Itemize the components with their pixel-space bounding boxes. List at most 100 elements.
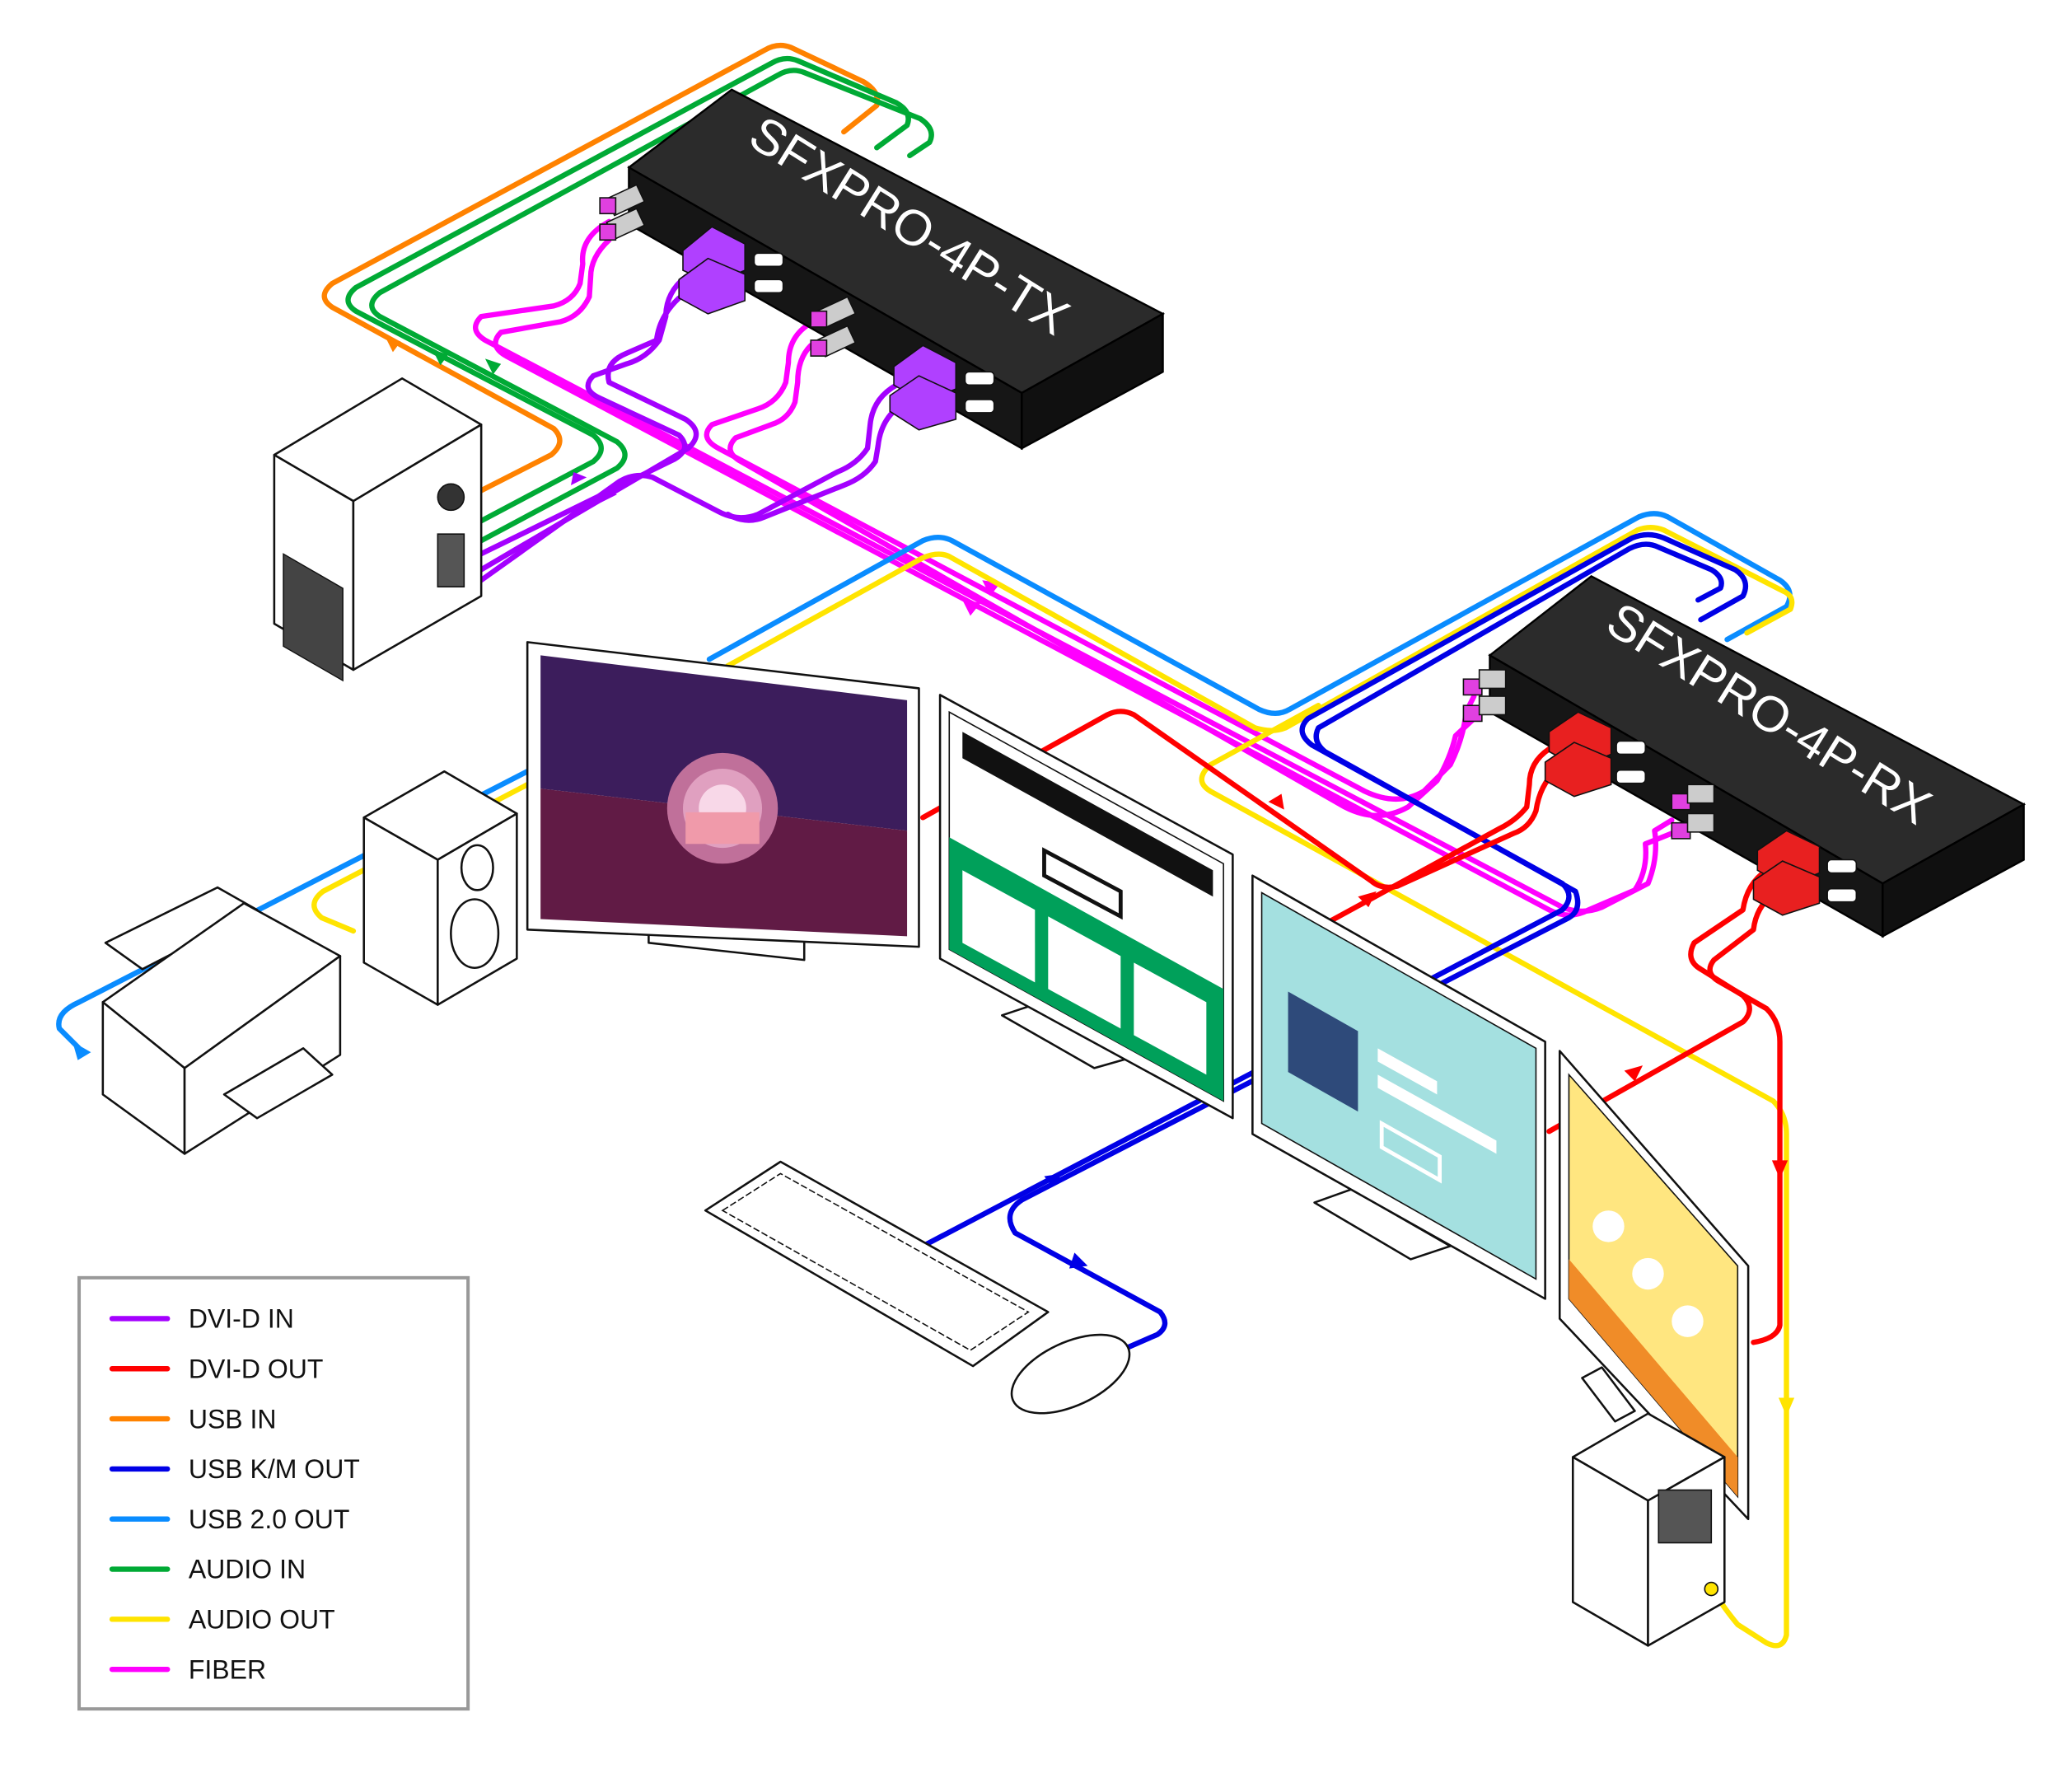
audio-out-cables [311,524,1795,1649]
audio-out-cable [1199,703,1789,1649]
legend-item: DVI-D OUT [109,1354,324,1383]
destination-computer [1571,1412,1726,1647]
dvi-port [1615,769,1647,784]
monitor-2 [938,694,1234,1120]
usb-km-out-cable [920,1177,1051,1249]
arrow-icon [1778,1397,1795,1416]
arrow-icon [570,471,587,485]
usb-km-out-cable [1045,531,1749,1183]
legend-label: FIBER [189,1654,266,1684]
monitor-3 [1251,874,1546,1300]
legend-box [77,1275,470,1711]
transmitter-side [1021,311,1164,451]
screen-card [1134,962,1207,1075]
usb-in-cables [321,42,881,494]
screen-text-line [1377,1074,1497,1154]
screen-image-block [1288,991,1358,1112]
monitor-screen-sky [540,655,908,831]
mouse [1010,1333,1131,1415]
dvi-in-cable [725,405,900,523]
keyboard-keys [721,1172,1030,1351]
legend-label: DVI-D OUT [189,1354,324,1383]
arrow-icon [1068,1252,1088,1269]
fiber-port-connectors [599,184,857,358]
monitor-stand [1581,1366,1636,1423]
legend-item: USB IN [109,1404,277,1434]
usb-km-out-cable [1007,541,1724,1350]
arrow-icon [484,358,502,375]
speaker [362,770,518,1006]
pc-fan-icon [437,483,465,512]
dvi-connector [889,375,957,431]
dvi-in-cable [478,295,699,573]
speaker-woofer-icon [450,898,500,970]
receiver-unit: SFXPRO-4P-RX [1462,574,2027,938]
receiver-side [1882,802,2025,938]
screen-dot [1632,1257,1664,1290]
dvi-port [964,399,995,414]
pc-side-vent [437,533,465,587]
legend-item: USB K/M OUT [109,1454,360,1484]
pc-vent-grille [283,553,344,682]
fiber-connector [1478,695,1507,716]
dvi-port [1615,740,1647,756]
audio-out-cable [311,782,531,934]
dvi-out-cable [920,709,1559,891]
screen-card [1048,916,1121,1029]
screen-dot [1672,1305,1704,1337]
dvi-out-cable [1707,891,1783,1345]
arrow-icon [1268,793,1284,810]
legend-item: AUDIO OUT [109,1605,335,1635]
fiber-cables [473,218,1675,918]
arrow-icon [1771,1160,1788,1179]
printer-side [183,955,342,1155]
fiber-connector [599,197,617,215]
dvi-in-connectors [678,226,995,431]
fiber-connector [810,310,828,328]
screen-button [1379,1120,1442,1184]
sun-reflection [685,812,760,845]
arrow-icon [1044,1173,1063,1187]
arrow-icon [432,349,449,366]
fiber-connector [1686,784,1715,804]
legend-item: USB 2.0 OUT [109,1504,350,1534]
dvi-port [964,371,995,386]
usb-2-out-cables [56,511,1793,1060]
legend-label: USB K/M OUT [189,1454,360,1484]
screen-stripe [1569,1259,1738,1497]
usb-in-cable [321,42,881,494]
fiber-cable [473,218,1675,915]
dvi-port [753,252,784,268]
legend-label: USB IN [189,1404,277,1434]
legend-item: FIBER [109,1654,266,1684]
screen-dot [1592,1210,1625,1242]
dvi-port [1826,887,1858,903]
audio-jack-icon [1704,1581,1719,1597]
audio-in-cable [345,55,911,524]
dvi-port [753,278,784,294]
audio-out-cable [725,524,1795,733]
arrow-icon [962,600,981,616]
usb-2-out-cable [706,511,1793,717]
dvi-port [1826,859,1858,874]
fiber-connector [1686,812,1715,833]
pc-vent-grille [1658,1489,1713,1544]
source-computer [273,377,483,682]
fiber-cable [493,237,1675,918]
legend-item: AUDIO IN [109,1555,306,1584]
dvi-in-cable [478,382,900,583]
monitor-1 [526,641,920,962]
dvi-out-cables [920,709,1788,1345]
screen-card [962,870,1036,983]
arrow-icon [601,489,617,503]
audio-in-cables [345,55,934,544]
arrow-icon [72,1041,91,1060]
fiber-connector [1478,669,1507,690]
dvi-out-cable [1546,868,1770,1135]
legend-label: USB 2.0 OUT [189,1504,350,1534]
fiber-cable [704,320,1477,802]
dvi-connector [678,257,746,315]
screen-header-bar [962,732,1213,897]
